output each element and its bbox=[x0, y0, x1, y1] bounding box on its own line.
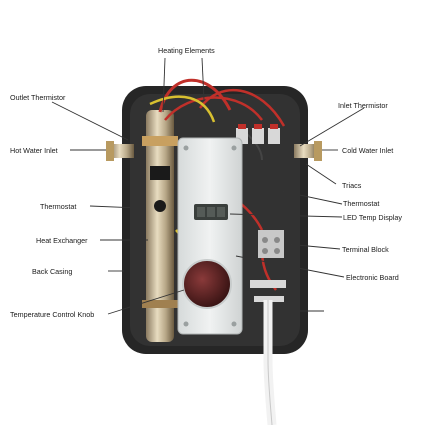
label-triacs: Triacs bbox=[342, 181, 362, 190]
label-heating-elements: Heating Elements bbox=[158, 46, 215, 55]
label-hot-water-inlet: Hot Water Inlet bbox=[10, 146, 58, 155]
label-heat-exchanger: Heat Exchanger bbox=[36, 236, 88, 245]
label-outlet-thermistor: Outlet Thermistor bbox=[10, 93, 66, 102]
label-thermostat-right: Thermostat bbox=[343, 199, 380, 208]
label-thermostat-left: Thermostat bbox=[40, 202, 77, 211]
label-led-temp-display: LED Temp Display bbox=[343, 213, 402, 222]
leader-lines bbox=[51, 57, 365, 315]
terminal-block bbox=[258, 230, 284, 258]
temperature-control-knob bbox=[182, 259, 232, 309]
yellow-wire bbox=[149, 95, 216, 123]
label-inlet-thermistor: Inlet Thermistor bbox=[338, 101, 388, 110]
label-electronic-board: Electronic Board bbox=[346, 273, 399, 282]
label-back-casing: Back Casing bbox=[32, 267, 73, 276]
triac-2 bbox=[252, 128, 264, 144]
label-cold-water-inlet: Cold Water Inlet bbox=[342, 146, 394, 155]
triac-3 bbox=[268, 128, 280, 144]
label-terminal-block: Terminal Block bbox=[342, 245, 389, 254]
cold-water-inlet-pipe bbox=[294, 144, 318, 158]
hot-water-inlet-pipe bbox=[110, 144, 134, 158]
label-temperature-control-knob: Temperature Control Knob bbox=[10, 310, 95, 319]
